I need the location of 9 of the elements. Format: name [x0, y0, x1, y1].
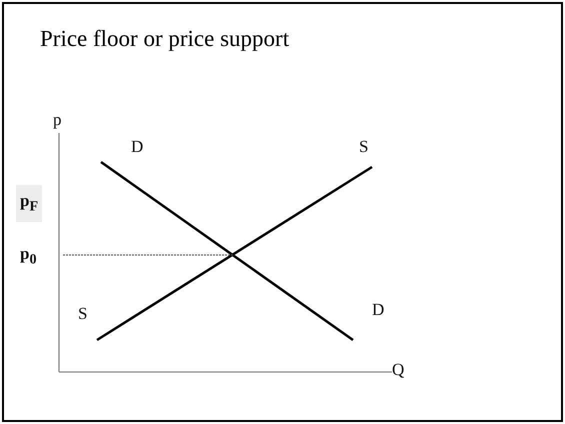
price-level-label: p$_{F}$	[16, 185, 42, 222]
title: Price floor or price support	[40, 26, 290, 52]
curve-label: S	[359, 137, 368, 157]
price-level-label: p$_{0}$	[20, 244, 37, 270]
axis-label: Q	[392, 360, 404, 380]
axis-label: p	[53, 110, 62, 130]
curve-label: S	[78, 304, 88, 324]
curve-label: D	[372, 300, 384, 320]
curve-label: D	[131, 137, 144, 157]
